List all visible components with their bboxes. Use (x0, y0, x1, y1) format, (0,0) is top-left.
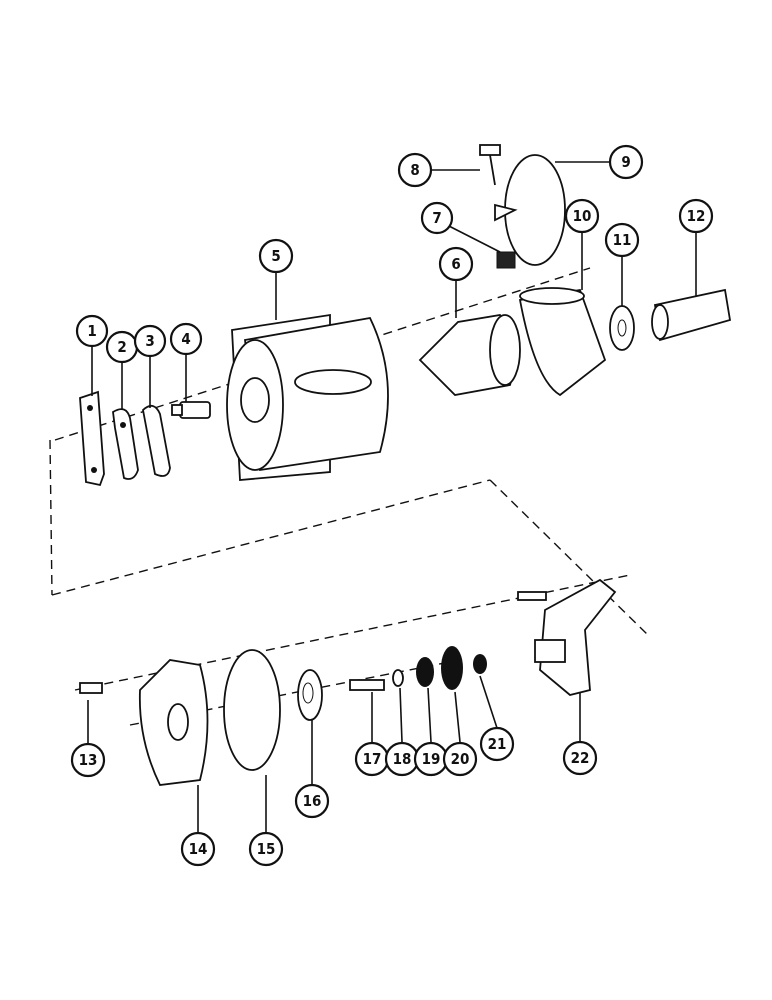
callout-2: 2 (105, 330, 139, 364)
part-3-gasket (142, 404, 171, 477)
part-1-plate (79, 390, 105, 487)
callout-label: 2 (117, 338, 126, 356)
callout-label: 6 (451, 255, 460, 273)
callout-label: 11 (613, 231, 632, 249)
callout-4: 4 (169, 322, 203, 356)
callout-22: 22 (562, 740, 598, 776)
part-11-washer (609, 305, 635, 351)
callout-label: 18 (393, 750, 412, 768)
part-21-o-ring (473, 654, 487, 674)
callout-7: 7 (420, 201, 454, 235)
callout-10: 10 (564, 198, 600, 234)
callout-label: 8 (410, 161, 419, 179)
callout-17: 17 (354, 741, 390, 777)
part-18-washer (392, 669, 404, 687)
callout-18: 18 (384, 741, 420, 777)
callout-label: 15 (257, 840, 276, 858)
part-8-screw (479, 144, 501, 186)
callout-label: 20 (451, 750, 470, 768)
part-16-washer (297, 669, 323, 721)
callout-label: 21 (488, 735, 507, 753)
callout-label: 12 (687, 207, 706, 225)
leader-lines (87, 161, 697, 832)
part-9-clamp-ring (494, 154, 566, 266)
part-19-seal (416, 657, 434, 687)
part-20-seal (441, 646, 463, 690)
part-5-motor-housing (226, 313, 389, 481)
callout-16: 16 (294, 783, 330, 819)
part-14-end-cover (138, 659, 209, 786)
callout-20: 20 (442, 741, 478, 777)
callout-label: 19 (422, 750, 441, 768)
part-12-fitting (651, 288, 732, 342)
part-17-screw (349, 679, 385, 691)
callout-label: 17 (363, 750, 382, 768)
callout-21: 21 (479, 726, 515, 762)
callout-6: 6 (438, 246, 474, 282)
callout-label: 10 (573, 207, 592, 225)
callout-15: 15 (248, 831, 284, 867)
callout-label: 14 (189, 840, 208, 858)
callout-label: 3 (145, 332, 154, 350)
callout-label: 13 (79, 751, 98, 769)
part-22-bracket-switch (517, 578, 617, 696)
callout-3: 3 (133, 324, 167, 358)
callout-19: 19 (413, 741, 449, 777)
callout-label: 9 (621, 153, 630, 171)
part-6-filter-cone (418, 314, 521, 396)
part-7-nut (496, 251, 516, 269)
callout-11: 11 (604, 222, 640, 258)
part-2-gasket (112, 408, 139, 480)
callout-12: 12 (678, 198, 714, 234)
callout-label: 5 (271, 247, 280, 265)
callout-9: 9 (608, 144, 644, 180)
part-4-pin (171, 401, 211, 419)
part-13-screw (79, 682, 103, 694)
callout-label: 22 (571, 749, 590, 767)
callout-1: 1 (75, 314, 109, 348)
callout-label: 16 (303, 792, 322, 810)
callout-label: 1 (87, 322, 96, 340)
part-10-bowl (518, 287, 607, 397)
callout-5: 5 (258, 238, 294, 274)
callout-label: 4 (181, 330, 190, 348)
callout-8: 8 (397, 152, 433, 188)
callout-label: 7 (432, 209, 441, 227)
callout-13: 13 (70, 742, 106, 778)
part-15-gasket (223, 649, 281, 771)
callout-14: 14 (180, 831, 216, 867)
